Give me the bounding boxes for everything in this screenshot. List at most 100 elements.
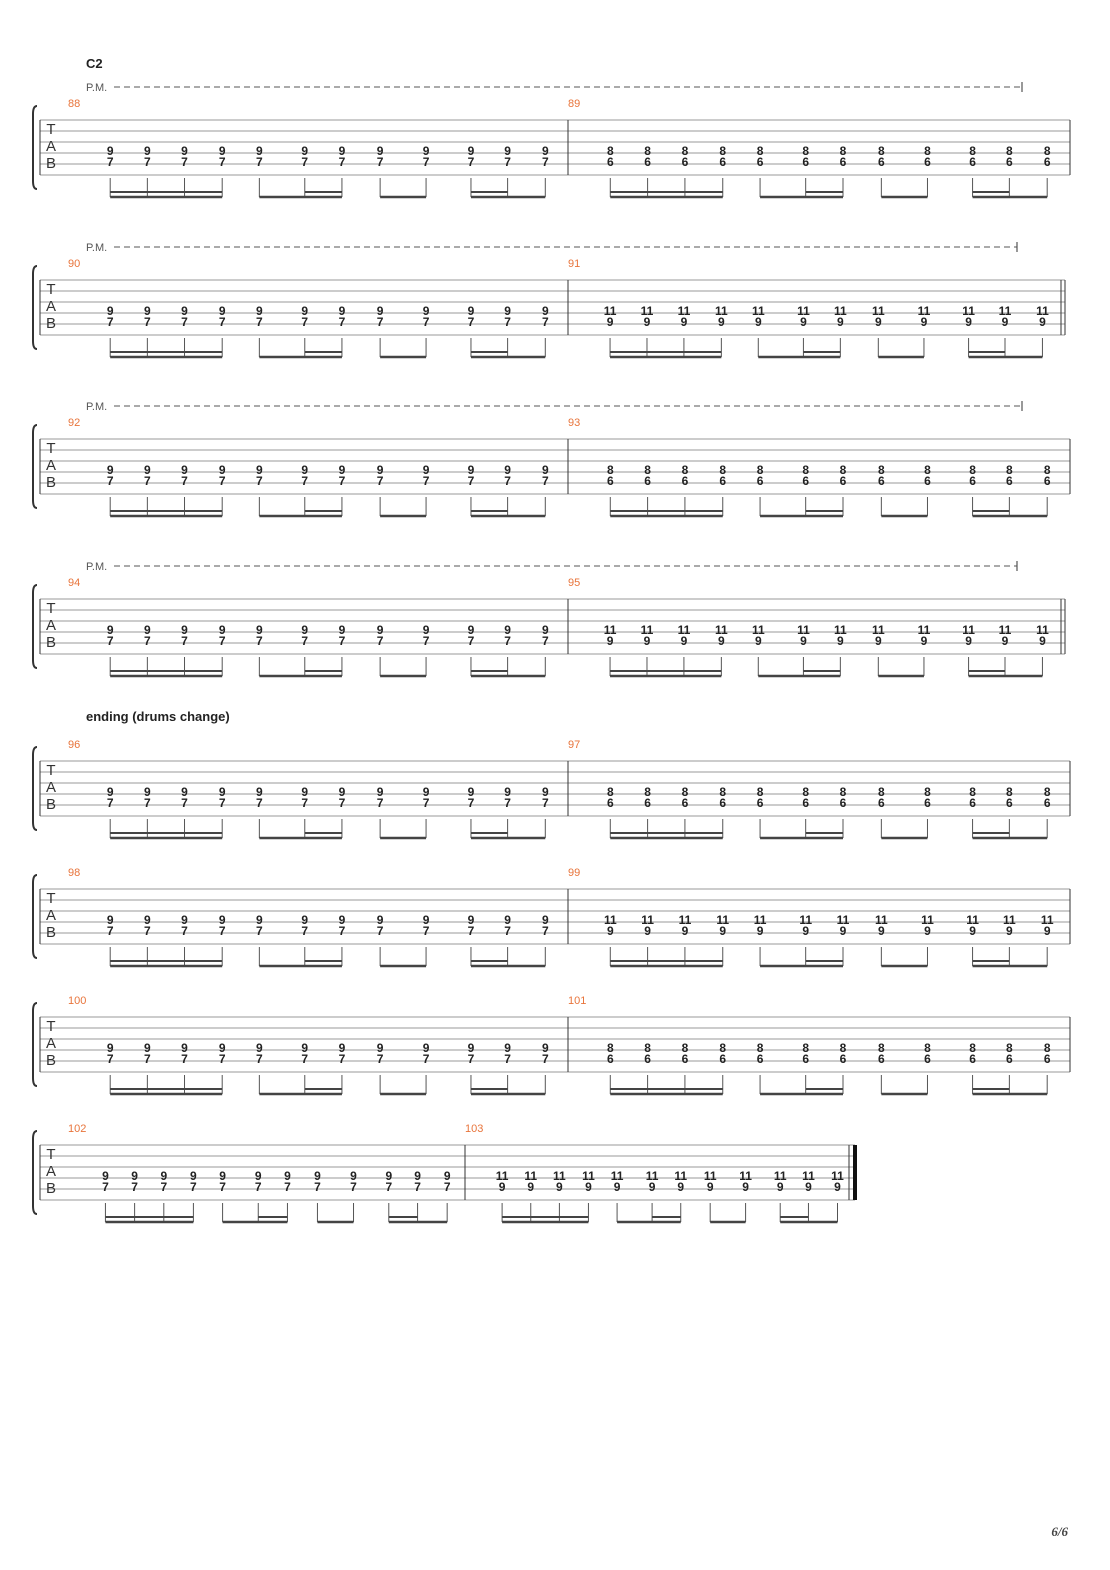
fret-number-upper: 11 (999, 623, 1012, 637)
fret-number-upper: 11 (797, 304, 810, 318)
fret-number-upper: 11 (797, 623, 810, 637)
fret-number-upper: 9 (301, 144, 308, 158)
system-brace (32, 105, 38, 190)
tab-clef-letter: B (46, 924, 56, 941)
fret-number-upper: 8 (840, 463, 847, 477)
fret-number-upper: 8 (924, 144, 931, 158)
fret-number-upper: 11 (678, 623, 691, 637)
fret-number-upper: 8 (644, 785, 651, 799)
palm-mute-label: P.M. (86, 561, 107, 573)
fret-number-lower: 7 (219, 634, 226, 648)
fret-number-lower: 7 (423, 924, 430, 938)
fret-number-upper: 9 (423, 1041, 430, 1055)
fret-number-upper: 8 (644, 463, 651, 477)
fret-number-upper: 9 (219, 1169, 226, 1183)
fret-number-upper: 8 (924, 1041, 931, 1055)
fret-number-upper: 9 (144, 623, 151, 637)
fret-number-lower: 9 (742, 1180, 749, 1194)
fret-number-lower: 7 (144, 1052, 151, 1066)
fret-number-upper: 8 (719, 144, 726, 158)
fret-number-lower: 7 (377, 634, 384, 648)
fret-number-upper: 9 (144, 913, 151, 927)
fret-number-upper: 11 (604, 623, 617, 637)
fret-number-lower: 7 (377, 474, 384, 488)
fret-number-upper: 9 (256, 1041, 263, 1055)
fret-number-upper: 9 (339, 623, 346, 637)
system-brace (32, 1130, 38, 1215)
fret-number-lower: 6 (719, 796, 726, 810)
fret-number-lower: 7 (219, 474, 226, 488)
fret-number-upper: 9 (504, 913, 511, 927)
fret-number-upper: 9 (339, 144, 346, 158)
fret-number-lower: 6 (1006, 796, 1013, 810)
fret-number-lower: 9 (805, 1180, 812, 1194)
fret-number-upper: 9 (301, 463, 308, 477)
fret-number-lower: 6 (757, 155, 764, 169)
fret-number-upper: 8 (1006, 144, 1013, 158)
fret-number-upper: 8 (644, 144, 651, 158)
fret-number-lower: 7 (339, 315, 346, 329)
fret-number-upper: 9 (377, 144, 384, 158)
tab-clef-letter: B (46, 1180, 56, 1197)
fret-number-upper: 11 (1003, 913, 1016, 927)
palm-mute-label: P.M. (86, 401, 107, 413)
fret-number-lower: 7 (542, 155, 549, 169)
measure-number: 97 (568, 739, 580, 751)
tab-clef-letter: A (46, 1163, 56, 1180)
fret-number-lower: 6 (924, 155, 931, 169)
fret-number-lower: 7 (219, 315, 226, 329)
fret-number-upper: 11 (831, 1169, 844, 1183)
fret-number-lower: 7 (256, 155, 263, 169)
fret-number-lower: 9 (556, 1180, 563, 1194)
section-label: C2 (86, 56, 103, 71)
fret-number-upper: 9 (339, 785, 346, 799)
fret-number-upper: 9 (468, 463, 475, 477)
measure-number: 90 (68, 258, 80, 270)
fret-number-lower: 7 (504, 315, 511, 329)
fret-number-upper: 9 (377, 463, 384, 477)
fret-number-upper: 9 (107, 623, 114, 637)
fret-number-upper: 8 (840, 144, 847, 158)
fret-number-upper: 9 (301, 304, 308, 318)
fret-number-upper: 8 (969, 785, 976, 799)
fret-number-upper: 9 (542, 463, 549, 477)
fret-number-upper: 8 (607, 144, 614, 158)
fret-number-lower: 7 (314, 1180, 321, 1194)
fret-number-lower: 7 (219, 1180, 226, 1194)
fret-number-upper: 8 (924, 785, 931, 799)
fret-number-upper: 8 (719, 463, 726, 477)
fret-number-upper: 9 (219, 463, 226, 477)
tab-clef-letter: T (46, 890, 55, 907)
fret-number-lower: 9 (527, 1180, 534, 1194)
fret-number-upper: 8 (802, 144, 809, 158)
fret-number-lower: 7 (444, 1180, 451, 1194)
fret-number-lower: 7 (339, 1052, 346, 1066)
fret-number-upper: 11 (799, 913, 812, 927)
fret-number-upper: 9 (350, 1169, 357, 1183)
fret-number-lower: 9 (921, 634, 928, 648)
measure-number: 89 (568, 98, 580, 110)
fret-number-lower: 6 (924, 796, 931, 810)
fret-number-upper: 11 (553, 1169, 566, 1183)
fret-number-lower: 7 (144, 924, 151, 938)
fret-number-lower: 9 (707, 1180, 714, 1194)
tab-clef-letter: T (46, 1018, 55, 1035)
fret-number-lower: 7 (339, 474, 346, 488)
fret-number-upper: 8 (840, 1041, 847, 1055)
fret-number-upper: 11 (834, 304, 847, 318)
fret-number-lower: 7 (301, 474, 308, 488)
fret-number-lower: 7 (107, 315, 114, 329)
fret-number-upper: 11 (641, 304, 654, 318)
fret-number-lower: 6 (878, 474, 885, 488)
system-brace (32, 265, 38, 350)
fret-number-lower: 7 (423, 474, 430, 488)
fret-number-lower: 7 (256, 924, 263, 938)
fret-number-lower: 6 (802, 796, 809, 810)
fret-number-lower: 6 (607, 155, 614, 169)
fret-number-upper: 11 (524, 1169, 537, 1183)
system-brace (32, 584, 38, 669)
fret-number-upper: 9 (423, 144, 430, 158)
fret-number-upper: 9 (107, 304, 114, 318)
fret-number-upper: 9 (468, 785, 475, 799)
